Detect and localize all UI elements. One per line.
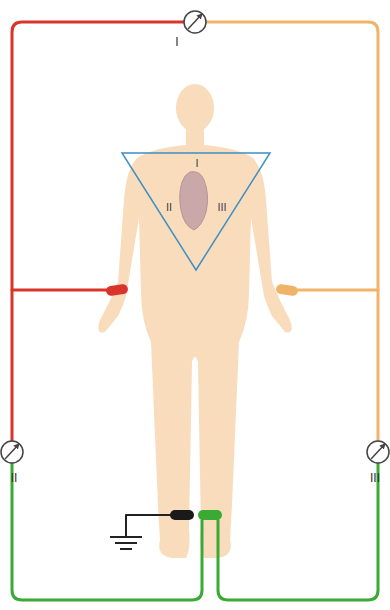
ground-symbol xyxy=(110,537,142,549)
lead-wires xyxy=(12,22,378,600)
triangle-side-label: II xyxy=(166,202,172,213)
triangle-side-label: III xyxy=(217,202,226,213)
lead-number: III xyxy=(370,472,380,484)
triangle-side-label: I xyxy=(195,158,198,169)
lead-number: I xyxy=(175,36,178,48)
human-body xyxy=(98,84,291,558)
einthoven-triangle xyxy=(122,153,270,270)
voltmeters xyxy=(1,11,389,463)
lead-number: II xyxy=(11,472,18,484)
heart xyxy=(180,172,208,230)
electrodes xyxy=(105,284,298,520)
